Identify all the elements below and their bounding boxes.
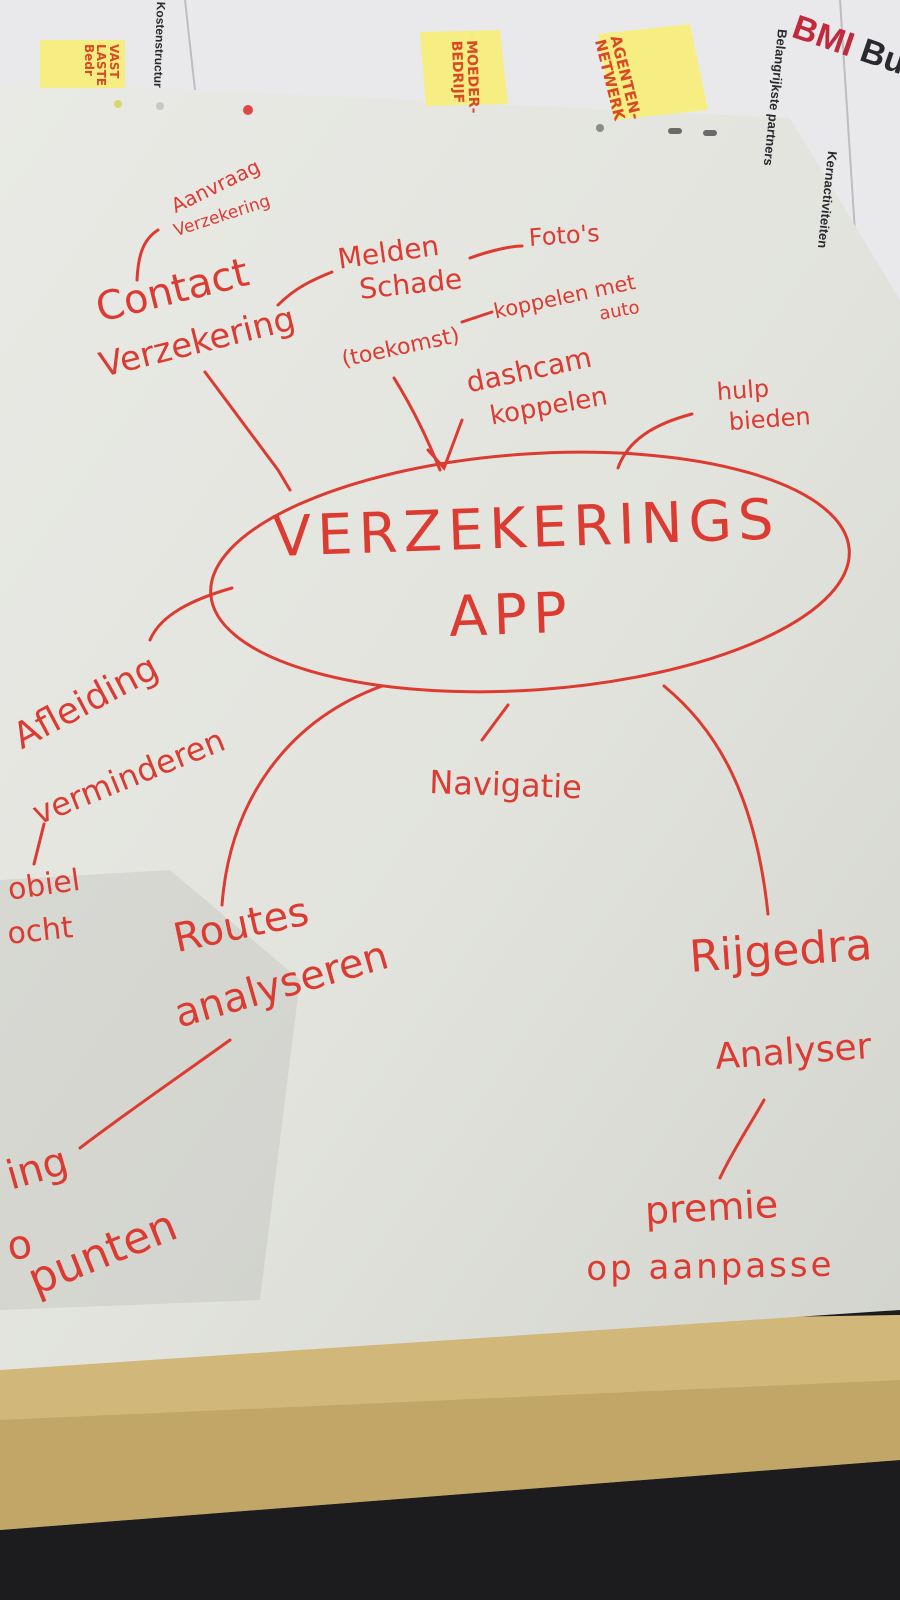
line-rijgedrag xyxy=(662,684,770,916)
line-hulp xyxy=(616,412,694,470)
poster-divider xyxy=(184,0,196,91)
punch-hole xyxy=(596,124,604,132)
center-title-line1: VERZEKERINGS xyxy=(271,487,781,570)
binder-clip xyxy=(668,128,682,134)
line-melden xyxy=(276,270,334,307)
branch-premie-line2: op aanpasse xyxy=(585,1244,835,1289)
branch-rijgedrag-line1: Rijgedra xyxy=(687,919,874,983)
line-aanvraag xyxy=(135,228,160,282)
sticky-note-vast-text: VAST LASTE Bedr xyxy=(81,44,121,86)
line-mobiel xyxy=(32,822,46,866)
line-navigatie xyxy=(480,703,510,742)
center-title-line2: APP xyxy=(447,580,574,650)
line-premie xyxy=(718,1098,766,1180)
branch-mobiel-line2: ocht xyxy=(5,910,75,952)
line-punten xyxy=(78,1038,232,1150)
line-routes xyxy=(220,684,384,907)
sticky-note-vast xyxy=(40,40,125,88)
punch-hole xyxy=(114,100,122,108)
punch-hole xyxy=(156,102,164,110)
punch-hole xyxy=(243,105,253,115)
branch-hulp-line2: bieden xyxy=(727,402,812,436)
sticky-note-agenten xyxy=(598,24,708,120)
flipchart-sheet xyxy=(0,82,900,1370)
line-afleiding xyxy=(148,586,234,642)
branch-navigatie: Navigatie xyxy=(428,763,583,807)
binder-clip xyxy=(703,130,717,136)
sticky-note-moeder-text: MOEDER- BEDRIJF xyxy=(448,39,482,114)
branch-hulp-line1: hulp xyxy=(715,374,771,406)
line-fotos xyxy=(468,244,524,260)
line-koppelen xyxy=(460,310,494,324)
line-contact xyxy=(203,370,292,492)
branch-fotos: Foto's xyxy=(527,219,601,252)
paper-fold-shadow xyxy=(0,870,300,1310)
branch-premie-line1: premie xyxy=(643,1182,780,1233)
line-dashcam-b xyxy=(426,418,464,471)
poster-section-costs: Kostenstructur xyxy=(151,1,168,88)
sticky-note-moeder xyxy=(420,30,508,106)
table-shade xyxy=(0,1380,900,1530)
